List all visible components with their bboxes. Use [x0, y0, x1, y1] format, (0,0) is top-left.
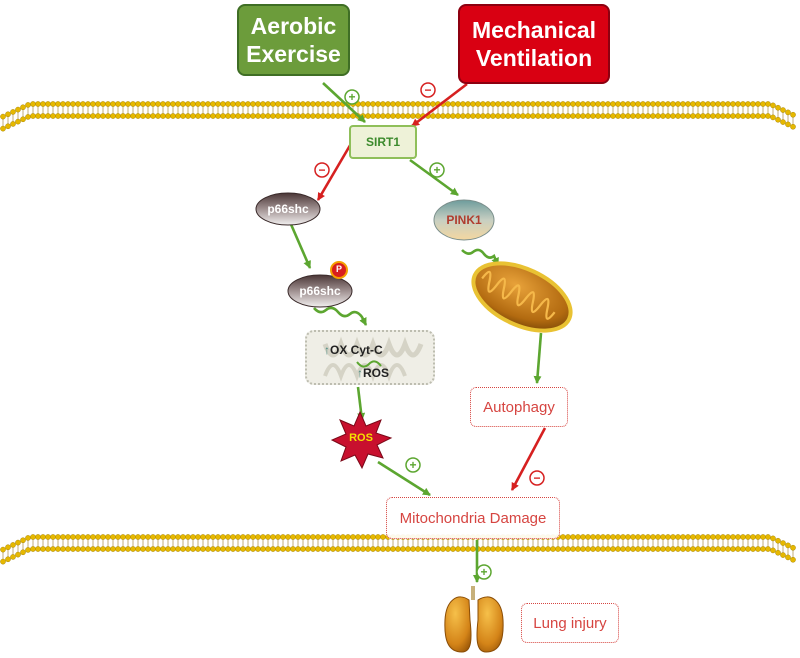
mechanical-ventilation-label: Mechanical Ventilation — [472, 17, 596, 71]
arrow-pink1-mito — [461, 248, 500, 266]
aerobic-exercise-label: Aerobic Exercise — [246, 13, 341, 67]
p66shc-phosphorylated-node — [287, 274, 353, 308]
lungs-icon — [444, 586, 504, 653]
mitochondrion-icon — [471, 261, 573, 333]
inhibition-arrows — [316, 82, 547, 491]
mitochondrion-damage-box — [305, 330, 435, 385]
svg-text:−: − — [533, 471, 540, 485]
svg-text:−: − — [318, 163, 325, 177]
p66shc-phosphorylated-label: p66shc — [299, 284, 341, 298]
phosphate-icon — [330, 261, 348, 279]
plus-sign-icon: + — [429, 162, 445, 178]
cell-membrane-top — [0, 101, 796, 132]
up-arrow-icon: ↑ — [324, 343, 330, 357]
arrow-exercise-sirt1 — [322, 82, 366, 123]
p66shc-label: p66shc — [267, 202, 309, 216]
ox-cytc-label: ↑OX Cyt-C — [324, 343, 383, 357]
mechanical-ventilation-box: Mechanical Ventilation — [458, 4, 610, 84]
plus-sign-icon: + — [476, 564, 492, 580]
activation-arrows — [288, 82, 543, 583]
mitochondria-damage-label: Mitochondria Damage — [399, 509, 547, 527]
plus-sign-icon: + — [405, 457, 421, 473]
arrow-sirt1-pink1 — [409, 158, 459, 197]
svg-text:−: − — [424, 83, 431, 97]
arrow-sirt1-p66shc — [316, 141, 354, 201]
svg-text:+: + — [480, 565, 487, 579]
lung-injury-label: Lung injury — [533, 614, 607, 632]
aerobic-exercise-box: Aerobic Exercise — [237, 4, 350, 76]
mitochondrion-faded-icon — [322, 336, 424, 382]
svg-text:+: + — [409, 458, 416, 472]
mitochondria-damage-box: Mitochondria Damage — [386, 497, 560, 539]
sirt1-node: SIRT1 — [349, 125, 417, 159]
arrow-p66shc-phospho — [288, 221, 312, 269]
plus-sign-icon: + — [344, 89, 360, 105]
cell-membrane-bottom — [0, 534, 796, 565]
sirt1-label: SIRT1 — [365, 135, 400, 149]
sign-markers: + − − + + − + — [314, 82, 545, 580]
minus-sign-icon: − — [420, 82, 436, 98]
arrow-mito-autophagy — [533, 332, 543, 384]
minus-sign-icon: − — [314, 162, 330, 178]
autophagy-box: Autophagy — [470, 387, 568, 427]
ros-small-label: ↑ROS — [357, 366, 390, 380]
arrow-ventilation-sirt1 — [411, 82, 468, 128]
minus-sign-icon: − — [529, 470, 545, 486]
arrow-autophagy-damage — [510, 427, 547, 491]
svg-text:+: + — [433, 163, 440, 177]
svg-text:+: + — [348, 90, 355, 104]
phosphate-label: P — [335, 264, 342, 274]
autophagy-label: Autophagy — [483, 398, 555, 416]
lung-injury-box: Lung injury — [521, 603, 619, 643]
arrow-ros-damage — [377, 460, 431, 497]
pink1-node — [433, 199, 495, 241]
p66shc-node — [255, 192, 321, 226]
pink1-label: PINK1 — [446, 213, 482, 227]
ros-burst-icon — [330, 410, 393, 470]
ros-burst-label: ROS — [349, 432, 373, 444]
arrow-p66shc-mito — [313, 306, 368, 326]
up-arrow-icon: ↑ — [357, 366, 363, 380]
